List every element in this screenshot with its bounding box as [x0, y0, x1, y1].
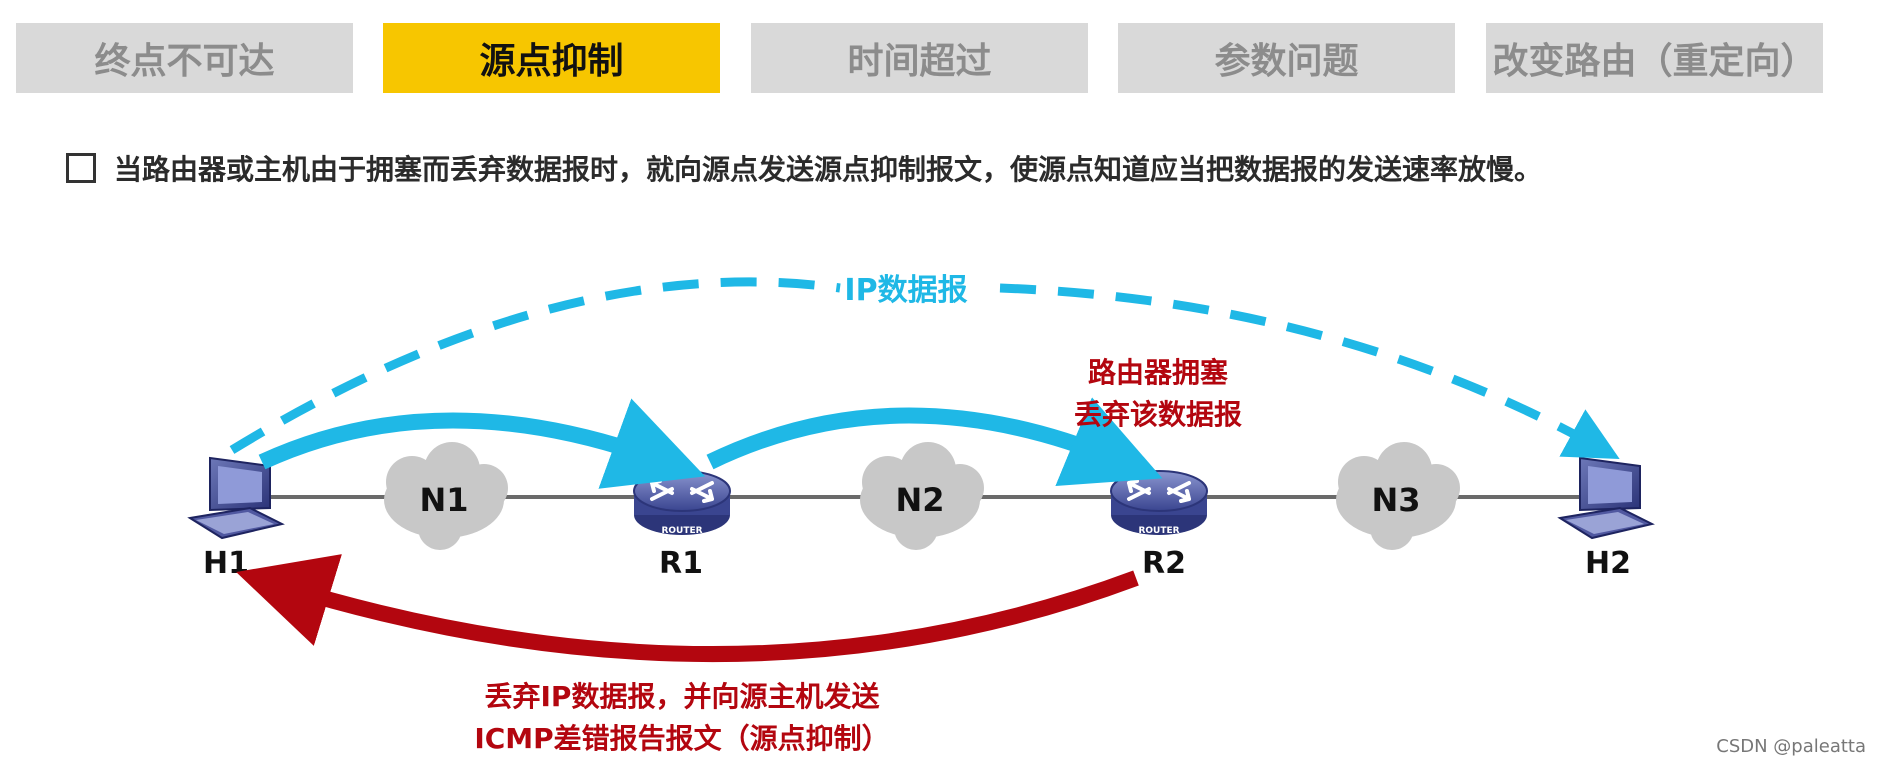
cloud-n1 — [384, 442, 508, 550]
tab-bar: 终点不可达 源点抑制 时间超过 参数问题 改变路由（重定向） — [16, 23, 1824, 93]
network-label-n3: N3 — [1371, 481, 1420, 519]
ip-datagram-dashed-arc-right — [999, 283, 1620, 459]
tab-source-quench[interactable]: 源点抑制 — [383, 23, 720, 93]
forward-arrow-h1-r1 — [258, 398, 706, 489]
description-text: 当路由器或主机由于拥塞而丢弃数据报时，就向源点发送源点抑制报文，使源点知道应当把… — [114, 153, 1543, 186]
router-label-r1: R1 — [659, 546, 703, 581]
forward-arrow-r1-r2 — [706, 397, 1163, 487]
network-label-n2: N2 — [895, 481, 944, 519]
cloud-n2 — [860, 442, 984, 550]
icmp-label-line2: ICMP差错报告报文（源点抑制） — [474, 722, 889, 755]
router-icon-r2 — [1110, 470, 1208, 535]
host-label-h2: H2 — [1585, 546, 1631, 581]
router-badge-r2: ROUTER — [1138, 526, 1179, 536]
computer-icon-h2 — [1557, 456, 1655, 540]
tab-redirect[interactable]: 改变路由（重定向） — [1486, 23, 1823, 93]
host-label-h1: H1 — [203, 546, 249, 581]
router-label-r2: R2 — [1142, 546, 1186, 581]
icmp-source-quench-arrow — [236, 554, 1139, 662]
tab-destination-unreachable[interactable]: 终点不可达 — [16, 23, 353, 93]
cloud-n3 — [1336, 442, 1460, 550]
icmp-label-line1: 丢弃IP数据报，并向源主机发送 — [485, 680, 880, 713]
computer-icon-h1 — [187, 456, 285, 540]
checkbox-icon — [66, 153, 96, 183]
ip-datagram-label: IP数据报 — [844, 273, 967, 308]
description-bullet: 当路由器或主机由于拥塞而丢弃数据报时，就向源点发送源点抑制报文，使源点知道应当把… — [66, 148, 1542, 188]
watermark: CSDN @paleatta — [1716, 736, 1866, 757]
router-badge-r1: ROUTER — [661, 526, 702, 536]
congestion-label-line1: 路由器拥塞 — [1088, 356, 1228, 389]
tab-parameter-problem[interactable]: 参数问题 — [1118, 23, 1455, 93]
network-label-n1: N1 — [419, 481, 468, 519]
congestion-label-line2: 丢弃该数据报 — [1074, 398, 1242, 431]
tab-time-exceeded[interactable]: 时间超过 — [751, 23, 1088, 93]
